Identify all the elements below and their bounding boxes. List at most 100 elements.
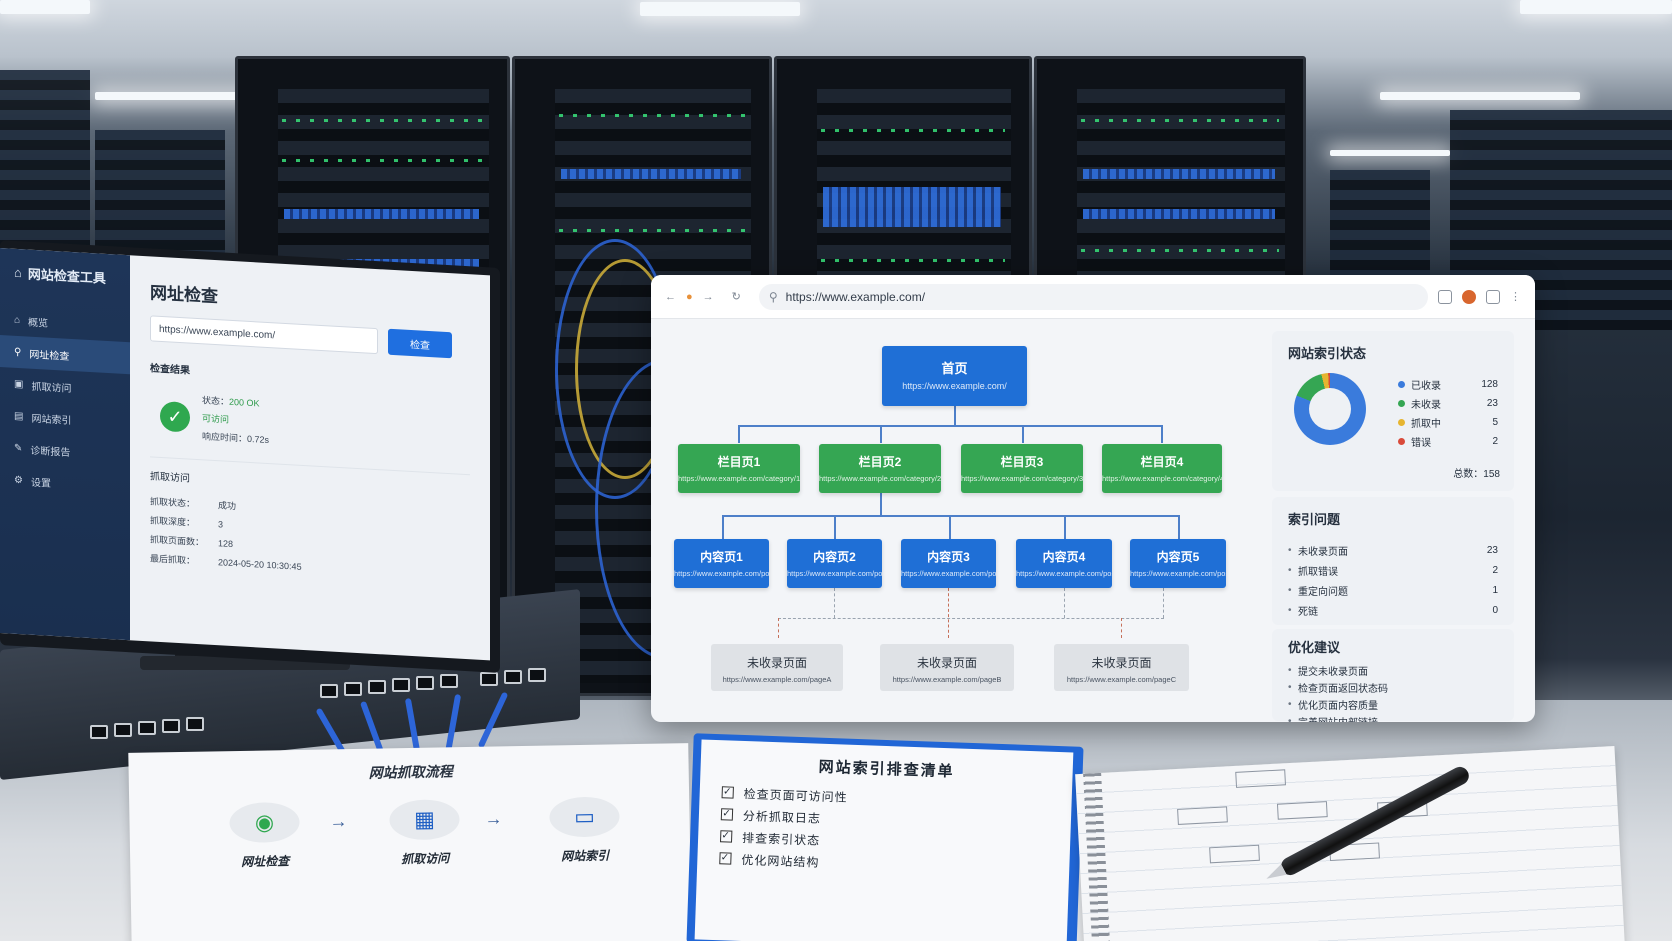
content-page-node[interactable]: 内容页3 https://www.example.com/post/3 <box>901 539 996 588</box>
flow-step: ▦ 抓取访问 <box>374 799 475 868</box>
checkbox-icon: ✓ <box>721 786 734 799</box>
crawl-icon: ▣ <box>14 378 24 390</box>
grid-icon: ▦ <box>389 799 460 841</box>
arrow-right-icon: → <box>484 808 503 829</box>
checkbox-icon: ✓ <box>720 808 734 821</box>
forward-icon[interactable]: → <box>702 290 714 303</box>
reload-icon[interactable]: ↻ <box>731 291 741 303</box>
node-title: 内容页3 <box>927 550 970 564</box>
page-title: 网址检查 <box>150 283 218 307</box>
legend-label: 错误 <box>1411 438 1431 449</box>
crawl-details: 抓取状态：成功 抓取深度：3 抓取页面数：128 最后抓取：2024-05-20… <box>150 492 470 586</box>
legend-value: 23 <box>1486 398 1498 409</box>
category-page-node[interactable]: 栏目页2 https://www.example.com/category/2 <box>819 444 941 493</box>
issue-count: 1 <box>1492 584 1498 596</box>
content-page-node[interactable]: 内容页2 https://www.example.com/post/2 <box>787 539 882 588</box>
legend-label: 未收录 <box>1411 400 1441 411</box>
sketch-box <box>1177 806 1228 825</box>
ceiling-light <box>95 92 275 100</box>
unindexed-page-node[interactable]: 未收录页面 https://www.example.com/pageC <box>1054 644 1189 691</box>
crawl-flow-document: 网站抓取流程 ◉ 网址检查 → ▦ 抓取访问 → ▭ 网站索引 <box>128 743 692 941</box>
check-button[interactable]: 检查 <box>388 328 452 359</box>
home-icon: ⌂ <box>14 264 22 281</box>
address-bar[interactable]: ⚲ https://www.example.com/ <box>758 283 1428 310</box>
node-url: https://www.example.com/post/1 <box>674 569 769 578</box>
legend-dot <box>1398 419 1405 426</box>
crawl-key: 最后抓取： <box>150 553 196 566</box>
issue-count: 23 <box>1486 544 1498 556</box>
node-title: 未收录页面 <box>746 656 807 670</box>
search-icon: ⚲ <box>768 289 778 304</box>
suggestion-item: •提交未收录页面 <box>1288 665 1368 678</box>
content-page-node[interactable]: 内容页5 https://www.example.com/post/5 <box>1130 539 1226 588</box>
ceiling-light <box>1520 0 1672 14</box>
globe-icon: ◉ <box>229 801 300 844</box>
node-title: 栏目页1 <box>717 455 761 469</box>
checklist-paper: 网站索引排查清单 ✓检查页面可访问性 ✓分析抓取日志 ✓排查索引状态 ✓优化网站… <box>694 739 1074 941</box>
profile-icon[interactable] <box>1462 289 1476 304</box>
legend-dot <box>1398 381 1405 388</box>
issue-count: 0 <box>1492 604 1498 616</box>
home-icon[interactable] <box>1438 289 1452 304</box>
checklist-title: 网站索引排查清单 <box>818 758 955 781</box>
issue-label: 未收录页面 <box>1298 546 1348 558</box>
monitor: ⌂ 网站检查工具 ⌂概览 ⚲网址检查 ▣抓取访问 ▤网站索引 ✎诊断报告 ⚙设置… <box>0 240 500 673</box>
node-url: https://www.example.com/post/2 <box>787 569 882 578</box>
crawl-value: 成功 <box>218 500 237 512</box>
suggestion-item: •优化页面内容质量 <box>1288 699 1378 712</box>
node-url: https://www.example.com/ <box>902 381 1007 391</box>
index-status-donut <box>1294 373 1366 445</box>
suggestion-item: •检查页面返回状态码 <box>1288 682 1388 695</box>
ceiling-light <box>0 0 90 14</box>
legend-value: 2 <box>1492 436 1498 447</box>
issue-label: 死链 <box>1298 606 1318 618</box>
legend-dot <box>1398 438 1405 445</box>
card-title: 索引问题 <box>1288 512 1341 527</box>
ceiling-light <box>1380 92 1580 100</box>
index-icon: ▤ <box>14 410 24 422</box>
legend-dot <box>1398 400 1405 407</box>
crawl-value: 2024-05-20 10:30:45 <box>218 557 302 572</box>
side-server-rack <box>1450 110 1672 330</box>
response-value: 0.72s <box>247 433 270 446</box>
content-page-node[interactable]: 内容页4 https://www.example.com/post/4 <box>1016 539 1112 588</box>
flow-step: ▭ 网站索引 <box>534 796 635 865</box>
node-title: 内容页1 <box>700 550 743 564</box>
category-page-node[interactable]: 栏目页3 https://www.example.com/category/3 <box>961 444 1083 493</box>
side-server-rack <box>0 70 90 270</box>
content-page-node[interactable]: 内容页1 https://www.example.com/post/1 <box>674 539 769 588</box>
menu-icon[interactable]: ⋮ <box>1510 291 1521 303</box>
url-input[interactable]: https://www.example.com/ <box>150 315 378 355</box>
category-page-node[interactable]: 栏目页4 https://www.example.com/category/4 <box>1102 444 1222 493</box>
home-page-node[interactable]: 首页 https://www.example.com/ <box>882 346 1027 406</box>
checkbox-icon: ✓ <box>719 852 732 865</box>
unindexed-page-node[interactable]: 未收录页面 https://www.example.com/pageA <box>711 644 843 691</box>
extensions-icon[interactable] <box>1486 289 1500 304</box>
suggestions-card: 优化建议 •提交未收录页面 •检查页面返回状态码 •优化页面内容质量 •完善网站… <box>1272 629 1514 722</box>
category-page-node[interactable]: 栏目页1 https://www.example.com/category/1 <box>678 444 800 493</box>
monitor-screen: ⌂ 网站检查工具 ⌂概览 ⚲网址检查 ▣抓取访问 ▤网站索引 ✎诊断报告 ⚙设置… <box>0 248 490 661</box>
back-icon[interactable]: ← <box>665 290 676 303</box>
nav-item-settings[interactable]: ⚙设置 <box>14 474 51 490</box>
legend-value: 5 <box>1492 417 1498 428</box>
sketch-box <box>1276 801 1328 820</box>
search-icon: ⚲ <box>14 346 22 358</box>
address-text: https://www.example.com/ <box>785 289 926 304</box>
monitor-main: 网址检查 https://www.example.com/ 检查 检查结果 ✓ … <box>130 255 490 660</box>
flow-step: ◉ 网址检查 <box>214 801 315 871</box>
crawl-value: 3 <box>218 519 224 530</box>
switch-ports <box>320 668 570 710</box>
notebook-spiral <box>1083 772 1112 941</box>
response-label: 响应时间： <box>202 431 248 444</box>
node-url: https://www.example.com/category/3 <box>961 474 1083 483</box>
unindexed-page-node[interactable]: 未收录页面 https://www.example.com/pageB <box>880 644 1014 691</box>
app-title: ⌂ 网站检查工具 <box>14 264 106 286</box>
issue-label: 抓取错误 <box>1298 566 1338 578</box>
legend-value: 128 <box>1481 379 1498 390</box>
sketch-box <box>1235 769 1286 788</box>
node-title: 栏目页4 <box>1140 455 1184 469</box>
